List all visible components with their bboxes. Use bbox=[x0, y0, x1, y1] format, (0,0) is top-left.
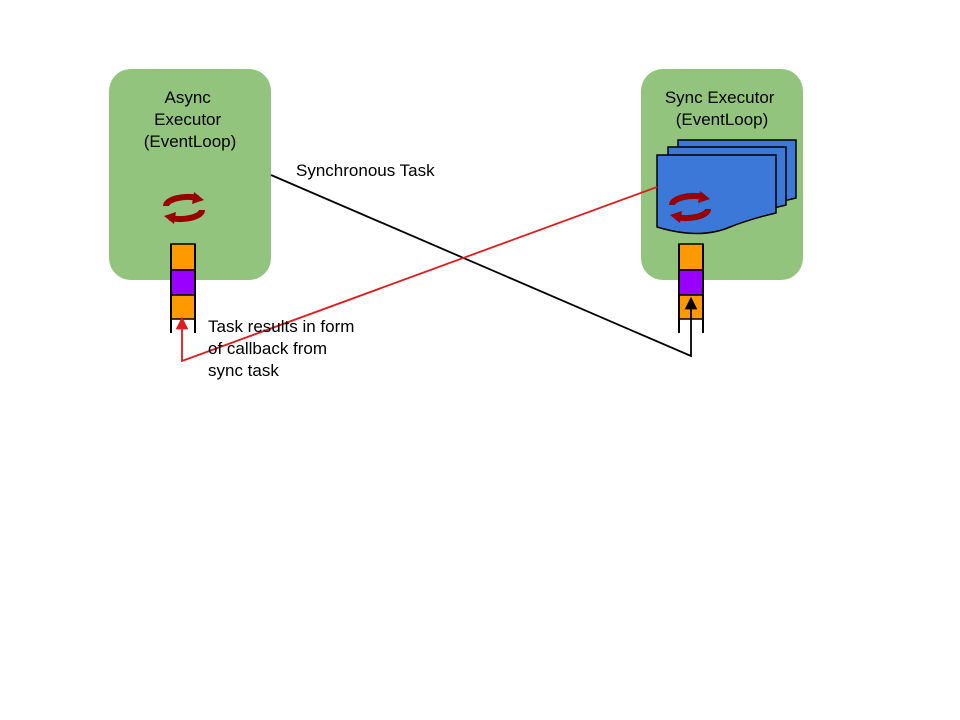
queue-segment bbox=[170, 294, 196, 320]
callback-arrow: Task results in form of callback from sy… bbox=[175, 186, 658, 380]
queue-segment bbox=[170, 269, 196, 296]
queue-segment bbox=[678, 243, 704, 271]
async-executor-box bbox=[109, 69, 271, 280]
queue-segment bbox=[170, 243, 196, 271]
callback-label-line-3: sync task bbox=[208, 361, 279, 380]
sync-task-queue bbox=[678, 243, 704, 333]
synchronous-task-arrow: Synchronous Task bbox=[270, 161, 698, 358]
sync-executor: Sync Executor (EventLoop) bbox=[641, 69, 803, 280]
async-title-line-1: Async bbox=[164, 88, 211, 107]
callback-label: Task results in form of callback from sy… bbox=[208, 317, 359, 380]
sync-title-line-1: Sync Executor bbox=[665, 88, 775, 107]
async-executor-title: Async Executor (EventLoop) bbox=[144, 88, 237, 151]
queue-segment bbox=[678, 269, 704, 296]
callback-label-line-2: of callback from bbox=[208, 339, 327, 358]
callback-label-line-1: Task results in form bbox=[208, 317, 354, 336]
callback-connector bbox=[175, 186, 658, 363]
synchronous-task-connector bbox=[270, 174, 698, 358]
async-task-queue bbox=[170, 243, 196, 333]
async-executor: Async Executor (EventLoop) bbox=[109, 69, 271, 280]
synchronous-task-label: Synchronous Task bbox=[296, 161, 435, 180]
sync-executor-title: Sync Executor (EventLoop) bbox=[665, 88, 779, 129]
async-title-line-2: Executor bbox=[154, 110, 221, 129]
async-title-line-3: (EventLoop) bbox=[144, 132, 237, 151]
sync-title-line-2: (EventLoop) bbox=[676, 110, 769, 129]
